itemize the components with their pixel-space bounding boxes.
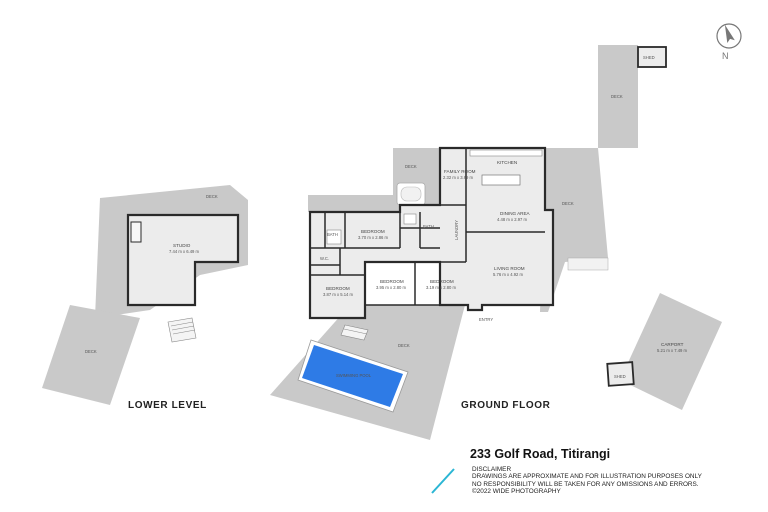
- ground-deck-upper-label: DECK: [405, 164, 417, 169]
- studio-name: STUDIO: [173, 243, 191, 248]
- compass-icon: N: [716, 23, 742, 61]
- kitchen-name: KITCHEN: [497, 160, 517, 165]
- lower-deck-top-label: DECK: [206, 194, 218, 199]
- family-room-dims: 2.32 m x 3.69 m: [443, 175, 474, 180]
- bedroom-2-name: BEDROOM: [326, 286, 350, 291]
- accent-slash-icon: [431, 468, 455, 494]
- deck-steps: [567, 257, 609, 271]
- ground-floor-plan: SHED DECK DECK DECK DECK SWIMMING POOL: [270, 45, 667, 440]
- studio-floor: [126, 213, 240, 307]
- kitchen-counter: [469, 149, 543, 157]
- ground-deck-pool-label: DECK: [398, 343, 410, 348]
- pool-label: SWIMMING POOL: [336, 373, 372, 378]
- carport-plan: CARPORT 5.21 m x 7.49 m SHED: [606, 293, 722, 410]
- family-room-name: FAMILY ROOM: [444, 169, 476, 174]
- bedroom-3-dims: 3.95 m x 2.80 m: [376, 285, 407, 290]
- bath-1-name: BATH: [327, 232, 338, 237]
- lower-deck-bottom-label: DECK: [85, 349, 97, 354]
- ground-floor-title: GROUND FLOOR: [461, 400, 551, 411]
- lower-deck-bottom: [42, 305, 140, 405]
- property-address: 233 Golf Road, Titirangi: [470, 447, 611, 461]
- disclaimer-line-2: NO RESPONSIBILITY WILL BE TAKEN FOR ANY …: [472, 480, 699, 488]
- carport-shed: [606, 361, 635, 387]
- ground-deck-right-label: DECK: [562, 201, 574, 206]
- bedroom-1-dims: 3.70 m x 2.86 m: [358, 235, 389, 240]
- ground-deck-left-strip: [308, 195, 400, 212]
- compass-label: N: [722, 51, 729, 61]
- shed-top-label: SHED: [643, 55, 655, 60]
- dining-area-name: DINING AREA: [500, 211, 531, 216]
- bedroom-3-name: BEDROOM: [380, 279, 404, 284]
- pool-stairs: [340, 324, 369, 341]
- laundry-name: LAUNDRY: [454, 220, 459, 240]
- ground-deck-top-label: DECK: [611, 94, 623, 99]
- swimming-pool: SWIMMING POOL: [297, 339, 409, 413]
- shed-top: [637, 46, 667, 68]
- bath-2-name: BATH: [423, 224, 434, 229]
- studio-closet: [130, 221, 142, 243]
- disclaimer: DISCLAIMER DRAWINGS ARE APPROXIMATE AND …: [472, 466, 702, 496]
- lower-level-plan: STUDIO 7.44 m x 6.49 m DECK DECK: [42, 185, 248, 405]
- disclaimer-line-3: ©2022 WIDE PHOTOGRAPHY: [472, 488, 561, 496]
- living-room-dims: 5.76 m x 4.92 m: [493, 272, 524, 277]
- ground-deck-top: [598, 45, 638, 148]
- ground-deck-right: [540, 148, 608, 312]
- lower-level-title: LOWER LEVEL: [128, 400, 207, 411]
- carport-floor: [620, 293, 722, 410]
- bedroom-4-name: BEDROOM: [430, 279, 454, 284]
- dining-area-dims: 4.48 m x 2.97 m: [497, 217, 528, 222]
- carport-dims: 5.21 m x 7.49 m: [657, 348, 688, 353]
- bath-fixture-2: [403, 213, 417, 225]
- carport-shed-label: SHED: [614, 374, 626, 379]
- interior-walls: [310, 148, 545, 306]
- disclaimer-line-1: DRAWINGS ARE APPROXIMATE AND FOR ILLUSTR…: [472, 473, 702, 481]
- bedroom-1-name: BEDROOM: [361, 229, 385, 234]
- bedroom-2-dims: 3.87 m x 5.14 m: [323, 292, 354, 297]
- studio-dims: 7.44 m x 6.49 m: [169, 249, 200, 254]
- lower-stairs: [167, 317, 197, 343]
- bedroom-4-dims: 3.19 m x 2.80 m: [426, 285, 457, 290]
- entry-name: ENTRY: [479, 317, 493, 322]
- living-room-name: LIVING ROOM: [494, 266, 525, 271]
- bath-fixture-1: [326, 229, 342, 245]
- disclaimer-title: DISCLAIMER: [472, 466, 512, 473]
- carport-name: CARPORT: [661, 342, 684, 347]
- wc-name: W.C.: [320, 256, 329, 261]
- kitchen-island: [481, 174, 521, 186]
